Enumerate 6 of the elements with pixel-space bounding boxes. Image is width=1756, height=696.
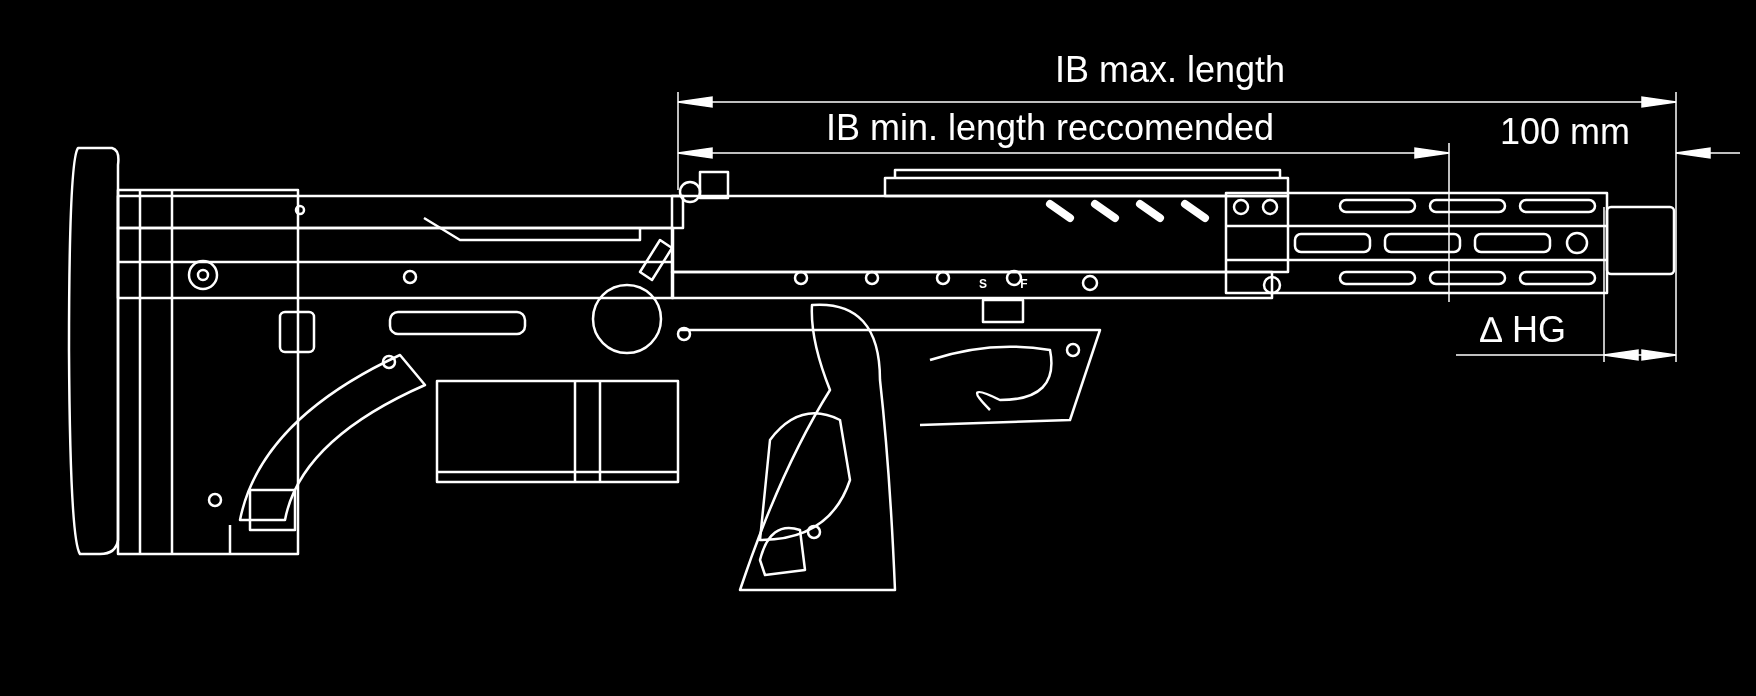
selector-mark: F <box>1020 278 1028 290</box>
dimension-label: ∆ HG <box>1480 312 1566 348</box>
dimension-label: IB max. length <box>1054 52 1286 88</box>
selector-mark: S <box>979 278 987 290</box>
dimension-label: IB min. length reccomended <box>825 110 1275 146</box>
dimension-label: 100 mm <box>1500 114 1630 150</box>
